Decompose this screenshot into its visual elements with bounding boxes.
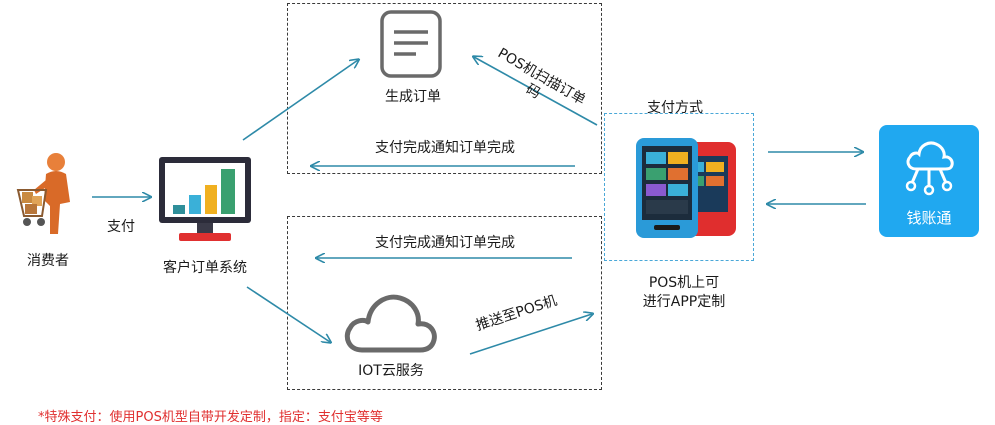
pos-terminal-icon (636, 138, 736, 238)
arrow-push-to-pos (469, 314, 592, 355)
pay-complete-top-label: 支付完成通知订单完成 (375, 140, 515, 156)
qianzhangtong-node: 钱账通 (879, 125, 979, 237)
pay-edge-label: 支付 (107, 219, 135, 235)
pay-complete-bottom-label: 支付完成通知订单完成 (375, 235, 515, 251)
arrow-system-to-order (242, 60, 358, 141)
order-system-label: 客户订单系统 (163, 260, 247, 276)
consumer-label: 消费者 (27, 253, 69, 269)
consumer-icon (16, 153, 70, 234)
bottom-process-group (287, 216, 602, 390)
arrows-layer (92, 0, 866, 355)
pos-caption-line2: 进行APP定制 (642, 294, 726, 310)
generate-order-label: 生成订单 (385, 89, 441, 105)
pos-caption-line1: POS机上可 (648, 275, 720, 291)
cloud-icon (344, 294, 437, 353)
payment-method-label: 支付方式 (647, 100, 703, 116)
qianzhangtong-label: 钱账通 (906, 209, 952, 227)
top-process-group (287, 3, 602, 174)
arrow-system-to-cloud (246, 286, 330, 342)
arrow-pos-scan (474, 57, 598, 126)
iot-cloud-label: IOT云服务 (358, 363, 424, 379)
cloud-network-icon (905, 141, 954, 196)
pos-terminal-group (604, 113, 754, 261)
document-icon (380, 10, 442, 78)
order-system-monitor-icon (159, 157, 251, 241)
